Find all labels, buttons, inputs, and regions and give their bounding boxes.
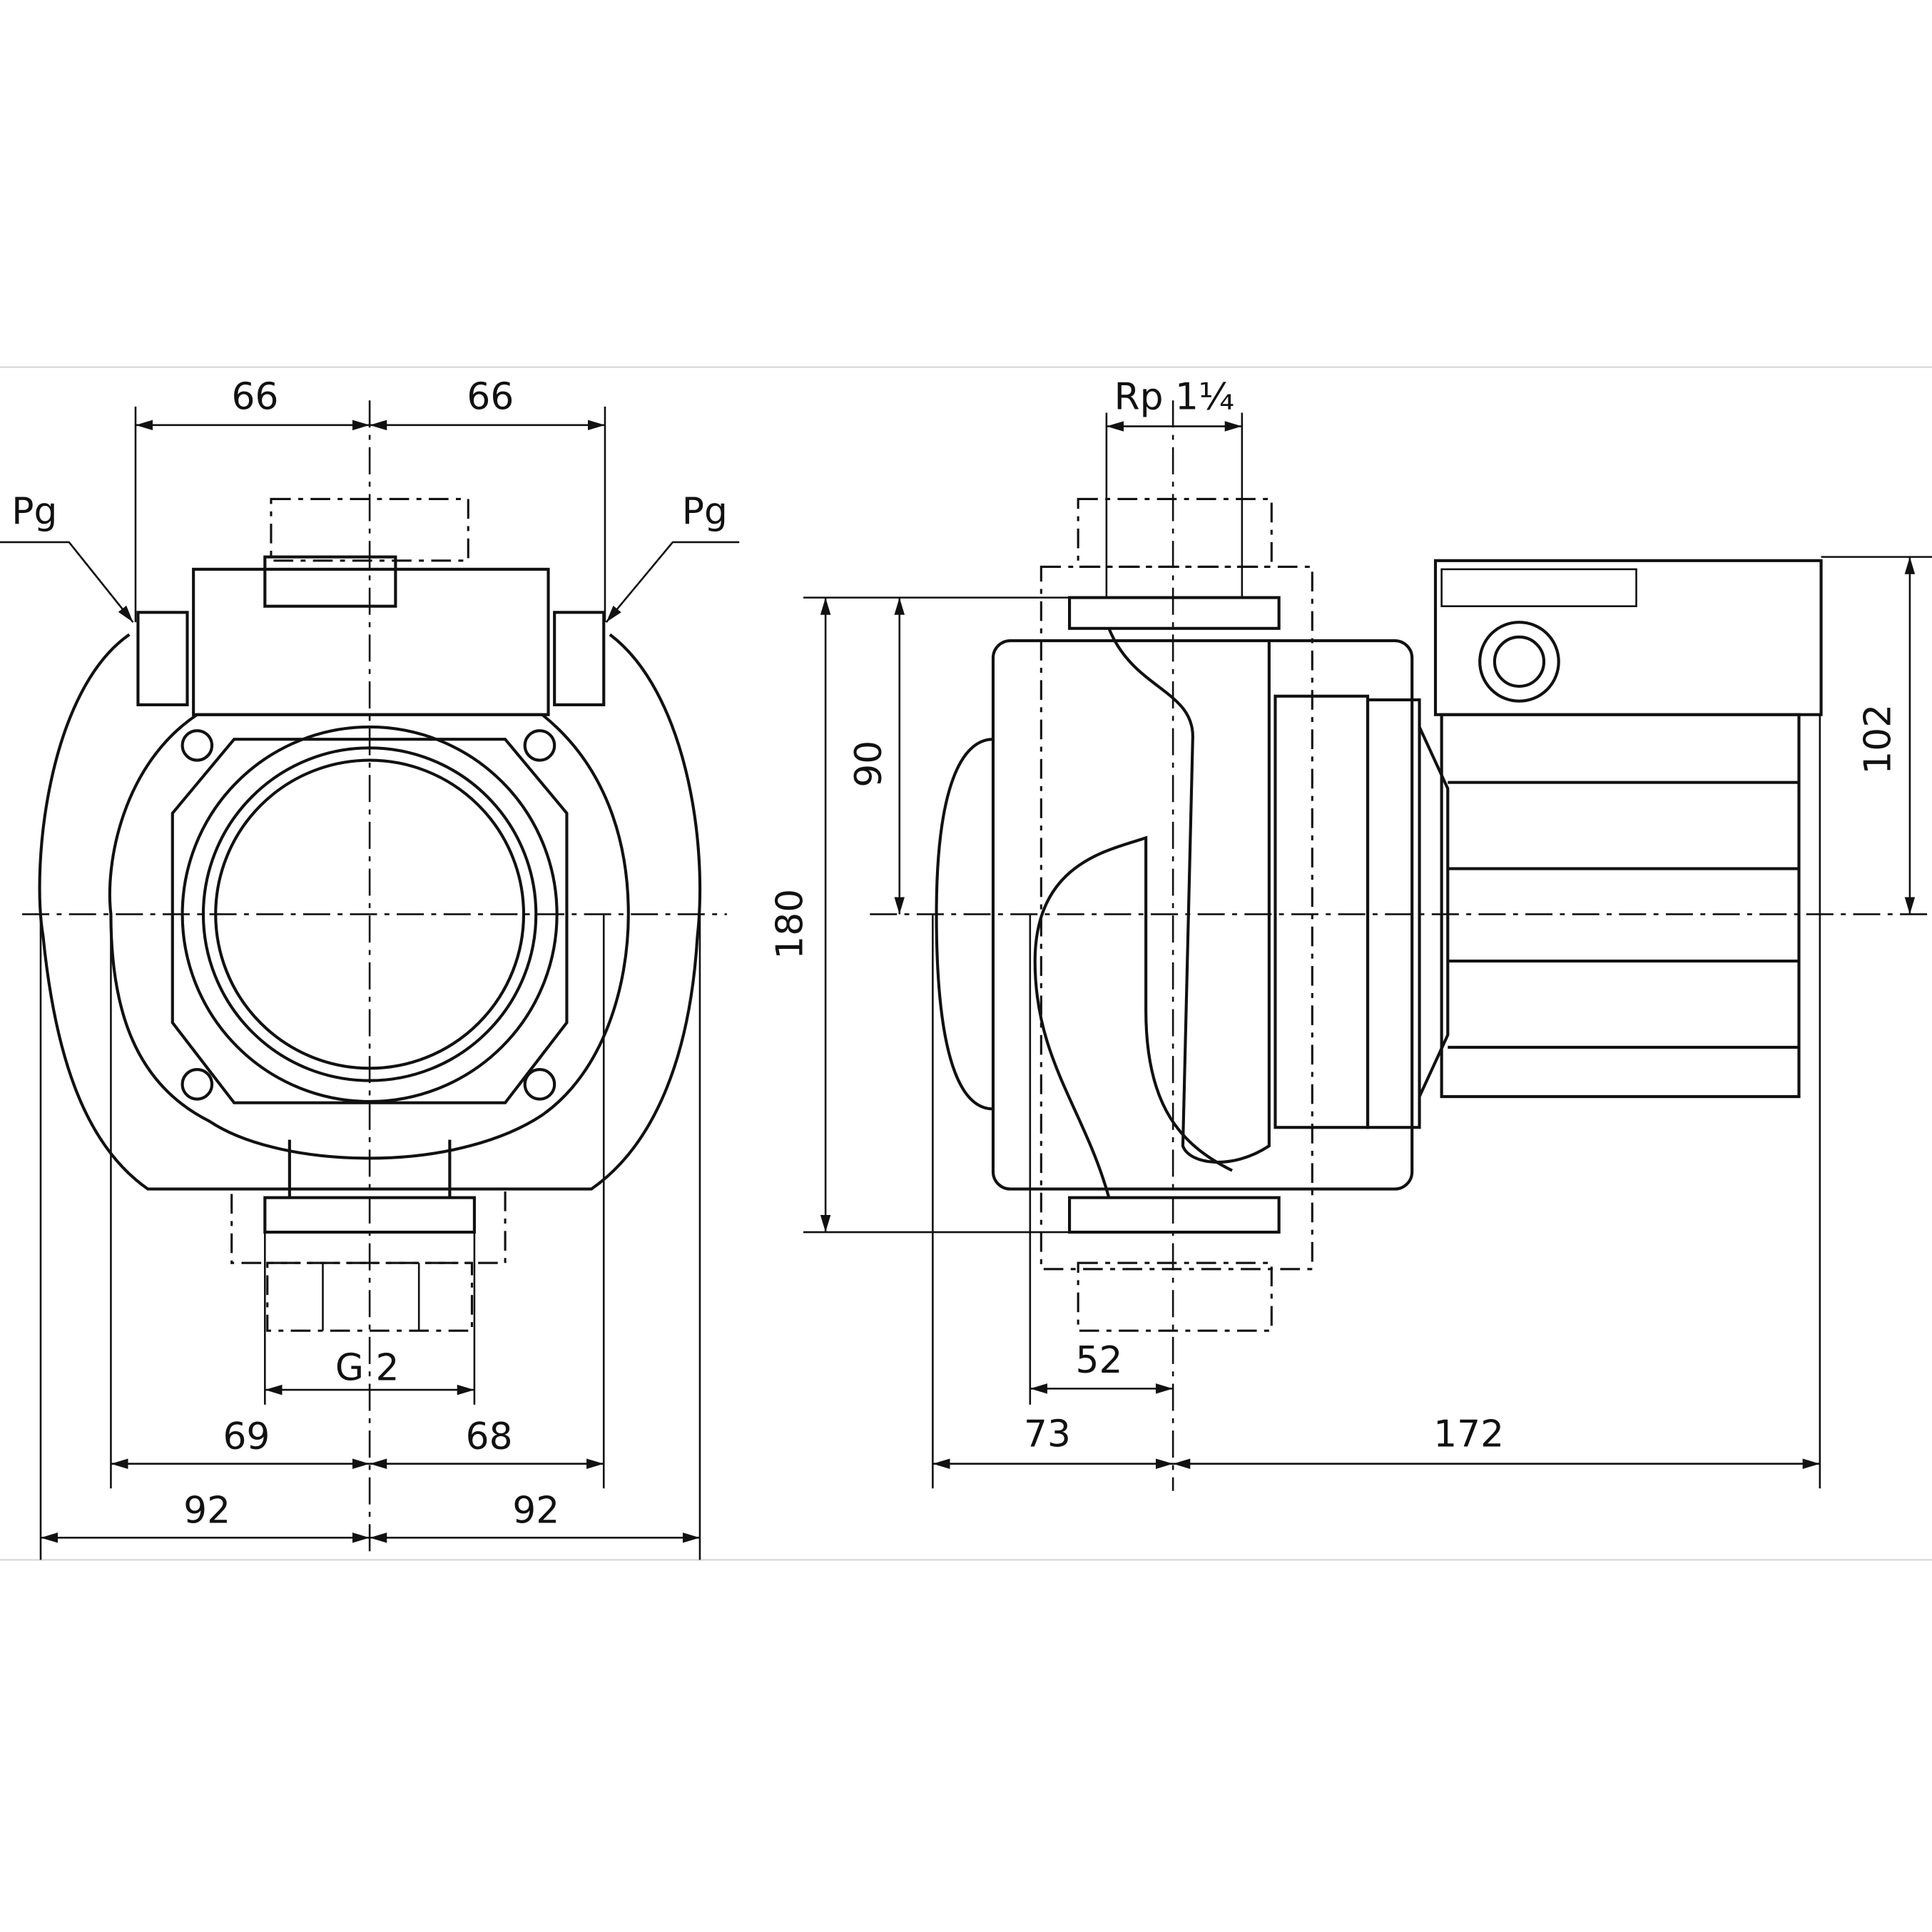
- dim-102: 102: [1856, 704, 1899, 775]
- dim-92-left: 92: [183, 1490, 230, 1532]
- dim-66-left: 66: [232, 375, 279, 418]
- bottom-flange: [263, 1196, 476, 1234]
- motor-flange: [1366, 698, 1421, 1129]
- cable-gland-left: [136, 611, 189, 706]
- dim-52: 52: [1076, 1339, 1123, 1382]
- side-view: Rp 1¼ 180 90 102 52 73 172: [768, 375, 1932, 1491]
- pg-label-left: Pg: [11, 490, 57, 533]
- motor-can: [1440, 713, 1801, 1099]
- dim-69: 69: [223, 1415, 270, 1458]
- port-inner-circle: [214, 758, 526, 1070]
- dim-92-right: 92: [512, 1490, 559, 1532]
- volute-top: [1107, 628, 1271, 1164]
- front-view: 66 66 Pg Pg G 2 69 68 92 92: [0, 375, 740, 1560]
- pump-head: [1273, 694, 1370, 1129]
- volute-bottom: [1033, 835, 1233, 1199]
- adjustment-knob: [1478, 621, 1560, 703]
- dim-172: 172: [1433, 1413, 1504, 1456]
- bottom-pipe-flange: [1067, 1196, 1281, 1234]
- terminal-box: [192, 567, 550, 716]
- octagon-flange: [171, 738, 569, 1104]
- dim-66-right: 66: [467, 375, 514, 418]
- cable-gland-right: [553, 611, 606, 706]
- outer-housing-outline: [38, 633, 702, 1191]
- cooling-fins: [1440, 568, 1637, 607]
- dim-68: 68: [466, 1415, 513, 1458]
- dim-g2: G 2: [335, 1346, 400, 1389]
- dim-73: 73: [1024, 1413, 1071, 1456]
- pump-body: [991, 639, 1414, 1191]
- pg-leader-left: [0, 541, 134, 623]
- pg-label-right: Pg: [682, 490, 728, 533]
- dim-180: 180: [768, 889, 811, 960]
- pump-housing: [108, 713, 630, 1160]
- dim-rp-1-1-4: Rp 1¼: [1114, 375, 1235, 418]
- dim-90: 90: [848, 741, 890, 788]
- pg-leader-right: [605, 541, 740, 623]
- top-pipe-flange: [1067, 596, 1281, 630]
